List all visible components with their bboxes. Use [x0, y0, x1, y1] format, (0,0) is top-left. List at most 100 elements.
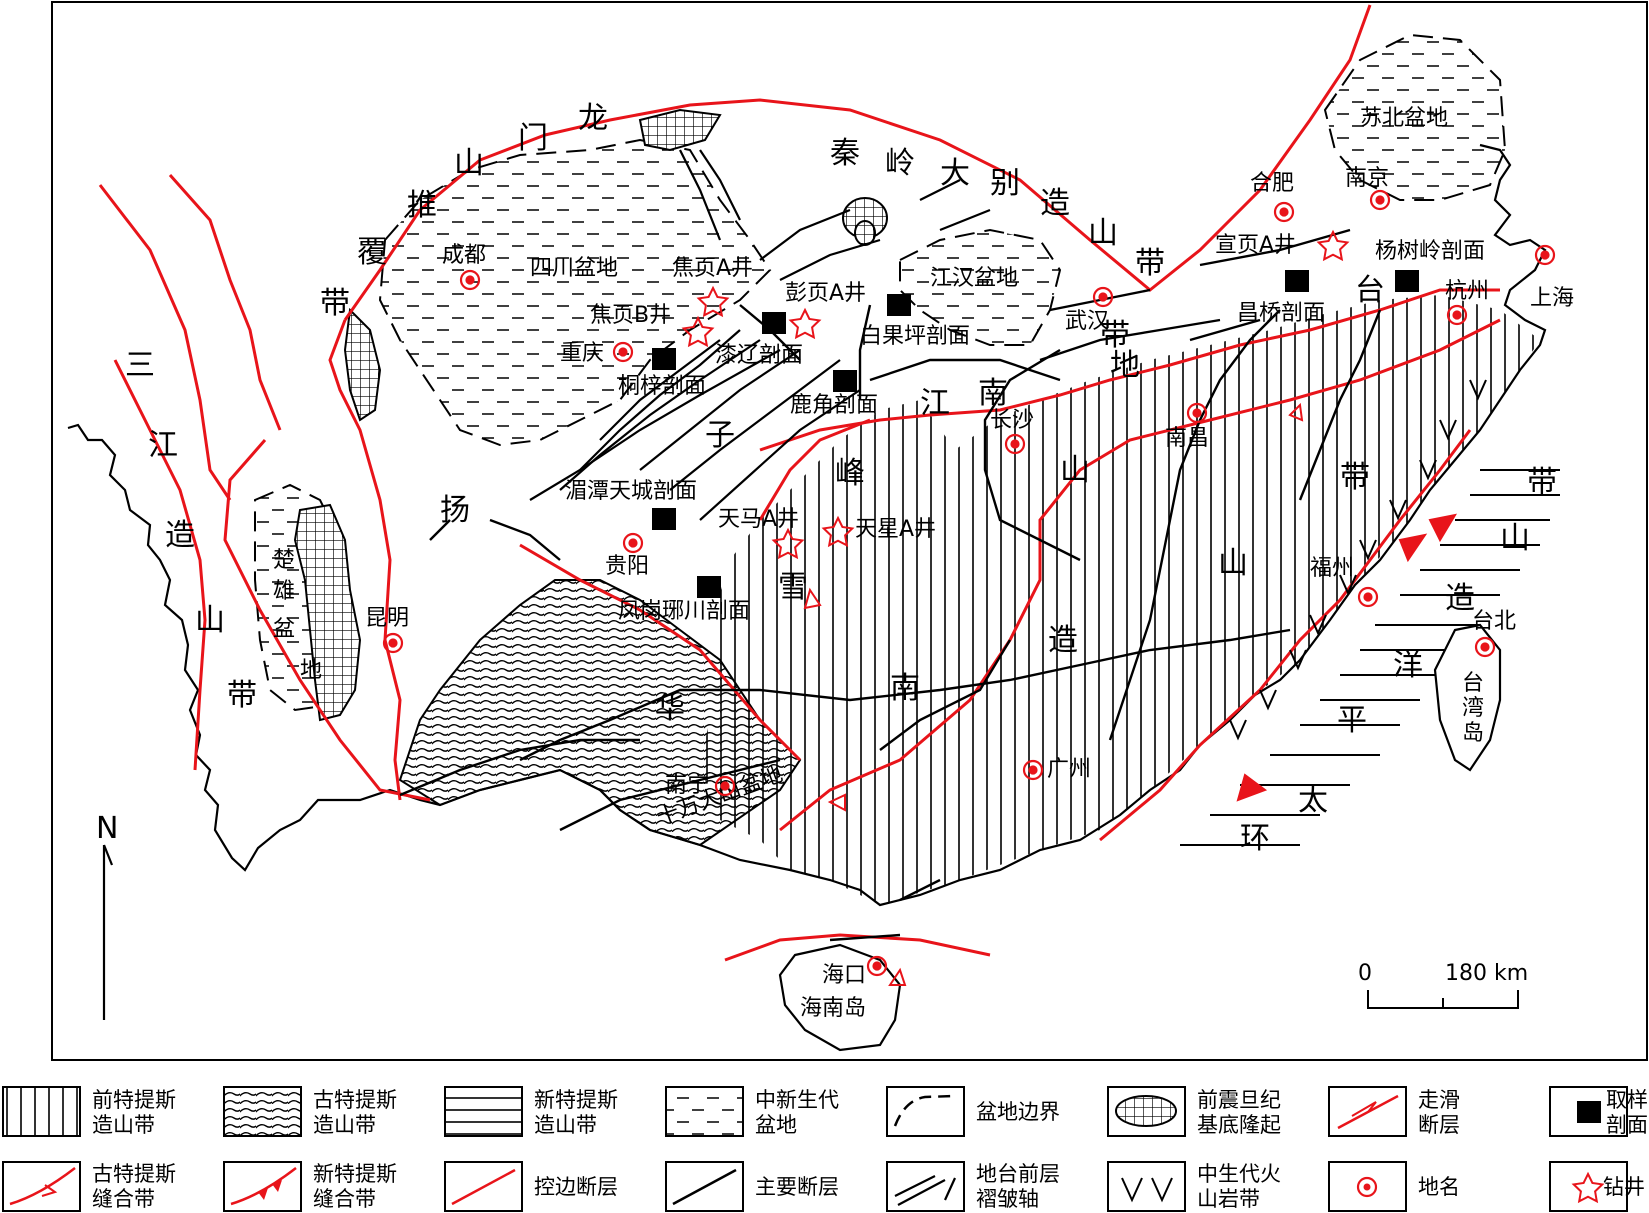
paleo-tethys-suture-marks [803, 402, 1304, 986]
label-jiangnan-1: 江 [920, 386, 950, 421]
fold-axes [529, 149, 991, 521]
scale-bar [1367, 990, 1519, 1009]
legend-label-10a: 新特提斯 [313, 1162, 397, 1186]
legend-label-14b: 山岩带 [1197, 1187, 1260, 1211]
basin-boundary-icon [886, 1086, 965, 1137]
label-qinling-7: 带 [1135, 246, 1165, 281]
legend-label-7b: 断层 [1418, 1113, 1460, 1137]
city-guiyang: 贵阳 [605, 554, 649, 579]
label-jiangnan-2: 南 [978, 376, 1008, 411]
neo-tethys-lines [1180, 469, 1560, 846]
filled-triangle-suture-icon [223, 1161, 302, 1212]
label-qinling-5: 造 [1040, 186, 1070, 221]
label-chuxiong-4: 地 [300, 658, 322, 683]
label-chuxiong-2: 雄 [273, 579, 295, 604]
well-jiaoye-a: 焦页A井 [672, 256, 753, 281]
section-meitan-tiancheng: 湄潭天城剖面 [565, 479, 697, 504]
label-pacific-1: 环 [1240, 821, 1270, 856]
label-wuyishan-2: 带 [1100, 318, 1130, 353]
red-line-icon [444, 1161, 523, 1212]
well-pengye-a: 彭页A井 [785, 281, 866, 306]
fold-axis-icon [886, 1161, 965, 1212]
legend-label-16: 钻井 [1603, 1175, 1645, 1199]
section-qiliao: 漆辽剖面 [715, 343, 803, 368]
section-changqiao: 昌桥剖面 [1237, 301, 1325, 326]
sichuan-basin [378, 138, 772, 447]
diagonal-hatch-icon [223, 1086, 302, 1137]
scale-distance: 180 km [1445, 961, 1528, 986]
label-qinling-2: 岭 [885, 146, 915, 181]
label-sanjiang-1: 三 [125, 348, 155, 383]
legend-label-2b: 造山带 [313, 1113, 376, 1137]
legend-label-13b: 褶皱轴 [976, 1187, 1039, 1211]
label-pacific-3: 平 [1337, 703, 1367, 738]
label-huanan-3: 造 [1048, 623, 1078, 658]
taiwan-island [1433, 623, 1502, 772]
legend-label-4a: 中新生代 [755, 1088, 839, 1112]
label-sanjiang-5: 带 [227, 678, 257, 713]
label-huanan-2: 南 [890, 671, 920, 706]
legend-label-9b: 缝合带 [92, 1187, 155, 1211]
label-taiwan-1: 台 [1462, 671, 1484, 696]
label-subei-basin: 苏北盆地 [1360, 106, 1448, 131]
label-longmen-6: 带 [320, 286, 350, 321]
horizontal-hatch-icon [444, 1086, 523, 1137]
pre-tethys-orogen [700, 295, 1540, 905]
well-jiaoye-b: 焦页B井 [590, 303, 671, 328]
label-qinling-1: 秦 [830, 136, 860, 171]
black-square-icon [1549, 1086, 1628, 1137]
city-kunming: 昆明 [365, 606, 409, 631]
label-yangtze-1: 扬 [440, 493, 470, 528]
legend-label-7a: 走滑 [1418, 1088, 1460, 1112]
label-chuxiong-1: 楚 [273, 548, 295, 573]
section-lujiao: 鹿角剖面 [790, 393, 878, 418]
neo-tethys-suture-marks [1236, 513, 1458, 802]
label-jiangnan-4: 峰 [835, 456, 865, 491]
main-faults [399, 228, 1382, 942]
city-hefei: 合肥 [1250, 171, 1294, 196]
legend-label-15: 地名 [1418, 1175, 1460, 1199]
label-sanjiang-4: 山 [195, 603, 225, 638]
legend-label-8b: 剖面 [1606, 1113, 1648, 1137]
label-pacific-5: 造 [1445, 581, 1475, 616]
legend-label-3b: 造山带 [534, 1113, 597, 1137]
jianghan-basin [899, 228, 1062, 346]
basement-uplift-north [638, 108, 722, 152]
legend: 前特提斯 造山带 古特提斯 造山带 新特提斯 造山带 中新生代 盆地 盆地边界 … [2, 1086, 1648, 1212]
label-pacific-7: 带 [1527, 465, 1557, 500]
legend-label-9a: 古特提斯 [92, 1162, 176, 1186]
city-nanning: 南宁 [665, 773, 709, 798]
scale-zero: 0 [1358, 961, 1372, 986]
label-sichuan-basin: 四川盆地 [530, 256, 618, 281]
label-sanjiang-3: 造 [165, 518, 195, 553]
bullseye-icon [1328, 1161, 1407, 1212]
label-huanan-4: 山 [1060, 453, 1090, 488]
city-shanghai: 上海 [1530, 286, 1574, 311]
label-yangtze-3: 地 [1110, 348, 1140, 383]
label-longmen-3: 山 [454, 146, 484, 181]
legend-label-11: 控边断层 [534, 1175, 618, 1199]
label-taiwan-2: 湾 [1462, 696, 1484, 721]
black-line-icon [665, 1161, 744, 1212]
well-xuanye-a: 宣页A井 [1215, 233, 1296, 258]
section-fenggang-yachuan: 凤岗琊川剖面 [618, 599, 750, 624]
label-qinling-6: 山 [1088, 216, 1118, 251]
legend-label-6a: 前震旦纪 [1197, 1088, 1281, 1112]
grid-oval-icon [1107, 1086, 1186, 1137]
subei-basin [1323, 33, 1507, 201]
city-haikou: 海口 [822, 963, 866, 988]
map-frame [51, 1, 1648, 1061]
volcanic-belt [1229, 379, 1487, 741]
well-tianma-a: 天马A井 [718, 507, 799, 532]
label-jiangnan-3: 雪 [778, 570, 808, 605]
label-qinling-3: 大 [940, 156, 970, 191]
city-hangzhou: 杭州 [1445, 279, 1489, 304]
city-chengdu: 成都 [442, 243, 486, 268]
open-triangle-suture-icon [2, 1161, 81, 1212]
city-changsha: 长沙 [990, 408, 1034, 433]
section-baiguoping: 白果坪剖面 [860, 324, 970, 349]
city-nanjing: 南京 [1345, 166, 1389, 191]
label-yangtze-2: 子 [705, 418, 735, 453]
label-sanjiang-2: 江 [148, 428, 178, 463]
city-taipei: 台北 [1472, 609, 1516, 634]
